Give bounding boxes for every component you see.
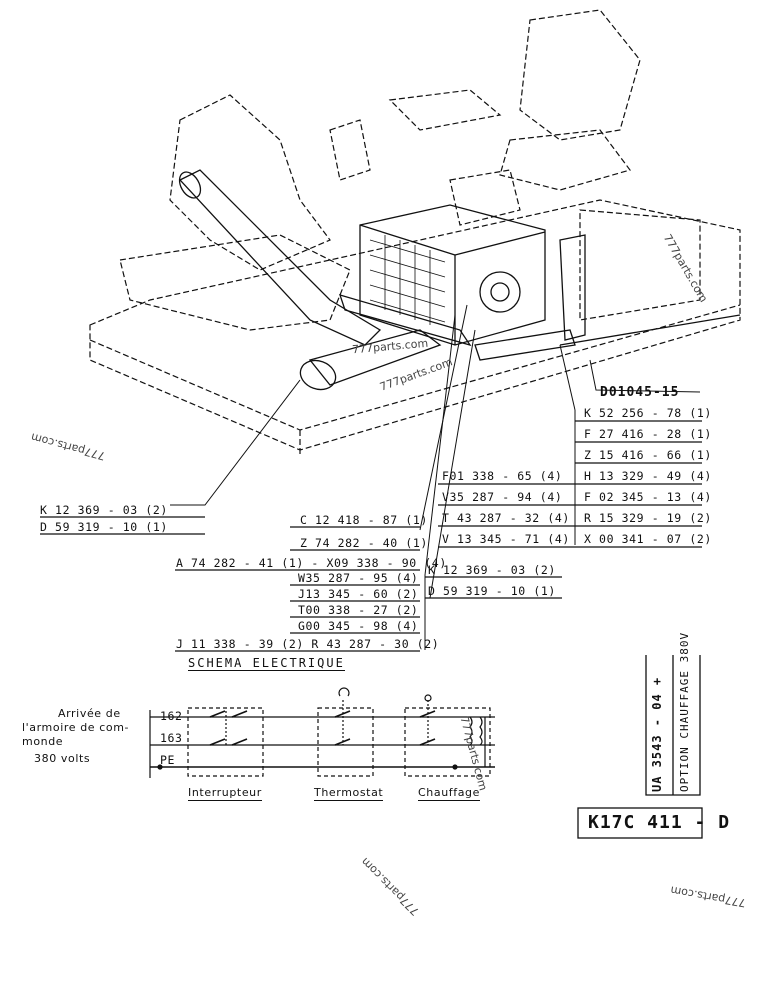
part-number: K 12 369 - 03 (2) [428, 563, 556, 577]
part-number: A 74 282 - 41 (1) - X09 338 - 90 (4) [176, 556, 447, 570]
page-code: K17C 411 - D [588, 812, 731, 833]
part-number: R 15 329 - 19 (2) [584, 511, 712, 525]
part-number: K 12 369 - 03 (2) [40, 503, 168, 517]
part-number: X 00 341 - 07 (2) [584, 532, 712, 546]
schema-title: SCHEMA ELECTRIQUE [188, 656, 345, 671]
part-number: F01 338 - 65 (4) [442, 469, 563, 483]
part-number: F 27 416 - 28 (1) [584, 427, 712, 441]
component-label: Chauffage [418, 786, 481, 801]
part-number: D 59 319 - 10 (1) [40, 520, 168, 534]
part-number: J 11 338 - 39 (2) R 43 287 - 30 (2) [176, 637, 440, 651]
part-number: F 02 345 - 13 (4) [584, 490, 712, 504]
part-number: J13 345 - 60 (2) [298, 587, 419, 601]
line-label: PE [160, 753, 176, 767]
drawing-reference: D01045-15 [600, 385, 680, 400]
supply-label: l'armoire de com- [22, 721, 130, 734]
line-label: 163 [160, 731, 183, 745]
part-number: C 12 418 - 87 (1) [300, 513, 428, 527]
part-number: V35 287 - 94 (4) [442, 490, 563, 504]
option-description: OPTION CHAUFFAGE 380V [678, 631, 691, 792]
supply-label: 380 volts [34, 752, 91, 765]
part-number: H 13 329 - 49 (4) [584, 469, 712, 483]
part-number: Z 15 416 - 66 (1) [584, 448, 712, 462]
supply-label: monde [22, 735, 64, 748]
part-number: W35 287 - 95 (4) [298, 571, 419, 585]
part-number: Z 74 282 - 40 (1) [300, 536, 428, 550]
part-number: T 43 287 - 32 (4) [442, 511, 570, 525]
component-label: Thermostat [314, 786, 384, 801]
line-label: 162 [160, 709, 183, 723]
option-code: UA 3543 - 04 + [650, 676, 664, 792]
component-label: Interrupteur [188, 786, 262, 801]
part-number: V 13 345 - 71 (4) [442, 532, 570, 546]
supply-label: Arrivée de [58, 707, 121, 720]
part-number: T00 338 - 27 (2) [298, 603, 419, 617]
part-number: K 52 256 - 78 (1) [584, 406, 712, 420]
part-number: G00 345 - 98 (4) [298, 619, 419, 633]
part-number: D 59 319 - 10 (1) [428, 584, 556, 598]
